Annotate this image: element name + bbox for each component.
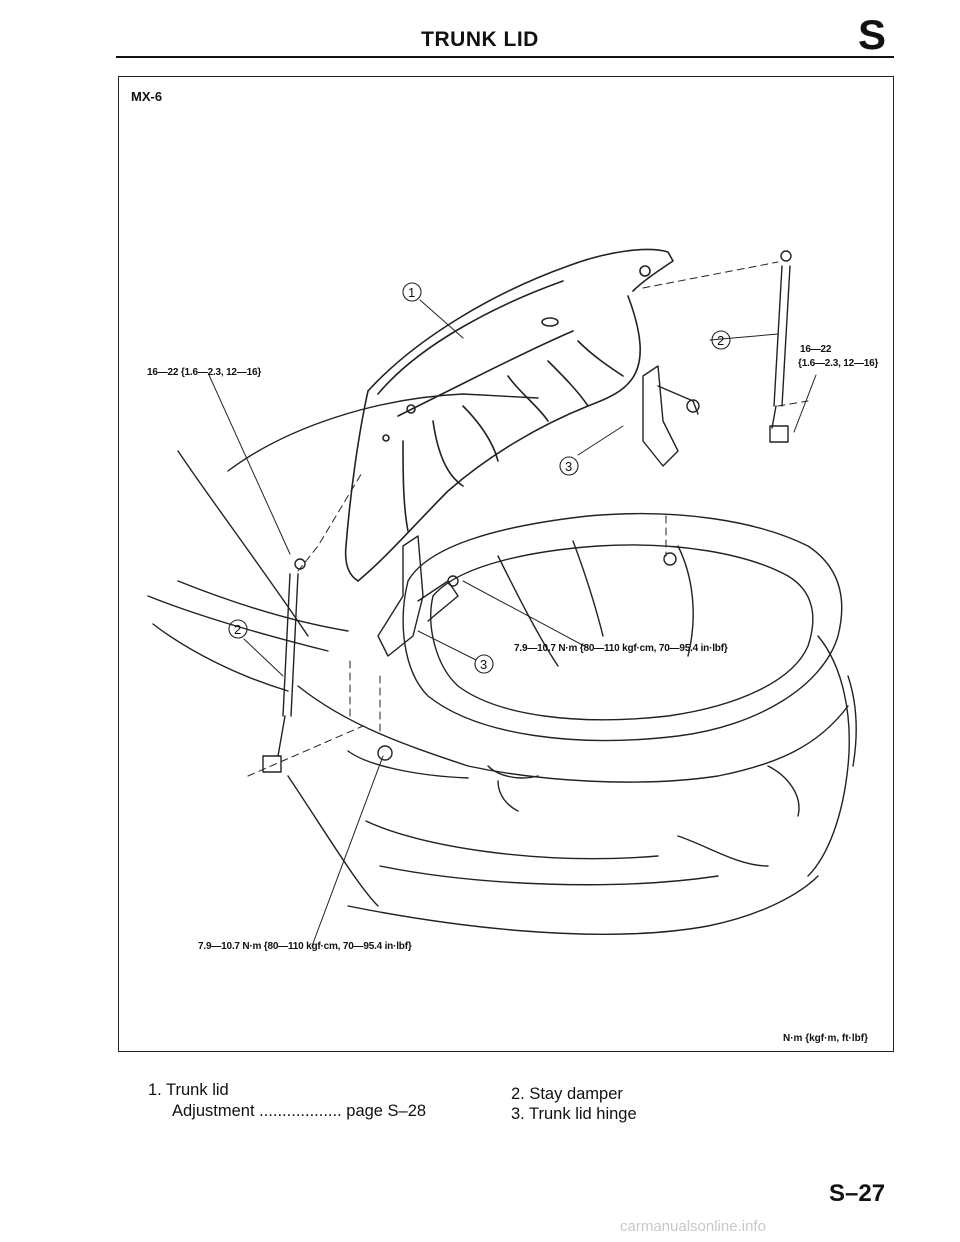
watermark: carmanualsonline.info — [620, 1218, 766, 1235]
callout-number: 3 — [565, 459, 573, 474]
torque-spec-nut-bottom: 7.9—10.7 N·m {80—110 kgf·cm, 70—95.4 in·… — [198, 941, 412, 952]
legend-item-trunk-lid-hinge: 3. Trunk lid hinge — [511, 1105, 637, 1123]
torque-spec-hinge-left: 16—22 {1.6—2.3, 12—16} — [147, 367, 262, 378]
model-label: MX-6 — [131, 89, 163, 104]
callout-circles — [228, 282, 731, 674]
trunk-lid-hinge-left — [377, 535, 459, 657]
callout-number: 1 — [408, 285, 416, 300]
page-reference: page S–28 — [346, 1102, 427, 1120]
torque-spec-damper-right: {1.6—2.3, 12—16} — [798, 358, 879, 369]
figure-frame — [118, 76, 894, 1052]
torque-spec-hinge-nut: 7.9—10.7 N·m {80—110 kgf·cm, 70—95.4 in·… — [514, 643, 728, 654]
adjustment-label: Adjustment — [172, 1102, 255, 1120]
nut-bottom — [377, 745, 393, 761]
torque-spec-damper-right: 16—22 — [800, 344, 832, 355]
header-title: TRUNK LID — [421, 28, 539, 51]
guide-lines — [247, 261, 809, 777]
trunk-opening — [402, 512, 843, 742]
legend-item-stay-damper: 2. Stay damper — [511, 1085, 623, 1103]
leader-lines — [208, 299, 817, 947]
leader-dots: .................. — [259, 1102, 342, 1120]
units-note: N·m {kgf·m, ft·lbf} — [783, 1033, 868, 1044]
trunk-lid-hinge-right — [642, 365, 700, 566]
callout-number: 2 — [717, 333, 725, 348]
stay-damper-left — [262, 558, 306, 773]
legend-item-adjustment: Adjustment .................. page S–28 — [172, 1102, 426, 1121]
page-number: S–27 — [829, 1180, 886, 1207]
legend-item-trunk-lid: 1. Trunk lid — [148, 1081, 229, 1099]
trunk-lid — [344, 248, 674, 582]
callout-number: 3 — [480, 657, 488, 672]
header-rule — [116, 56, 894, 58]
callout-number: 2 — [234, 622, 242, 637]
trunk-lid-diagram — [147, 248, 857, 947]
stay-damper-right — [769, 250, 792, 443]
car-body — [147, 393, 857, 935]
section-letter: S — [858, 11, 887, 58]
